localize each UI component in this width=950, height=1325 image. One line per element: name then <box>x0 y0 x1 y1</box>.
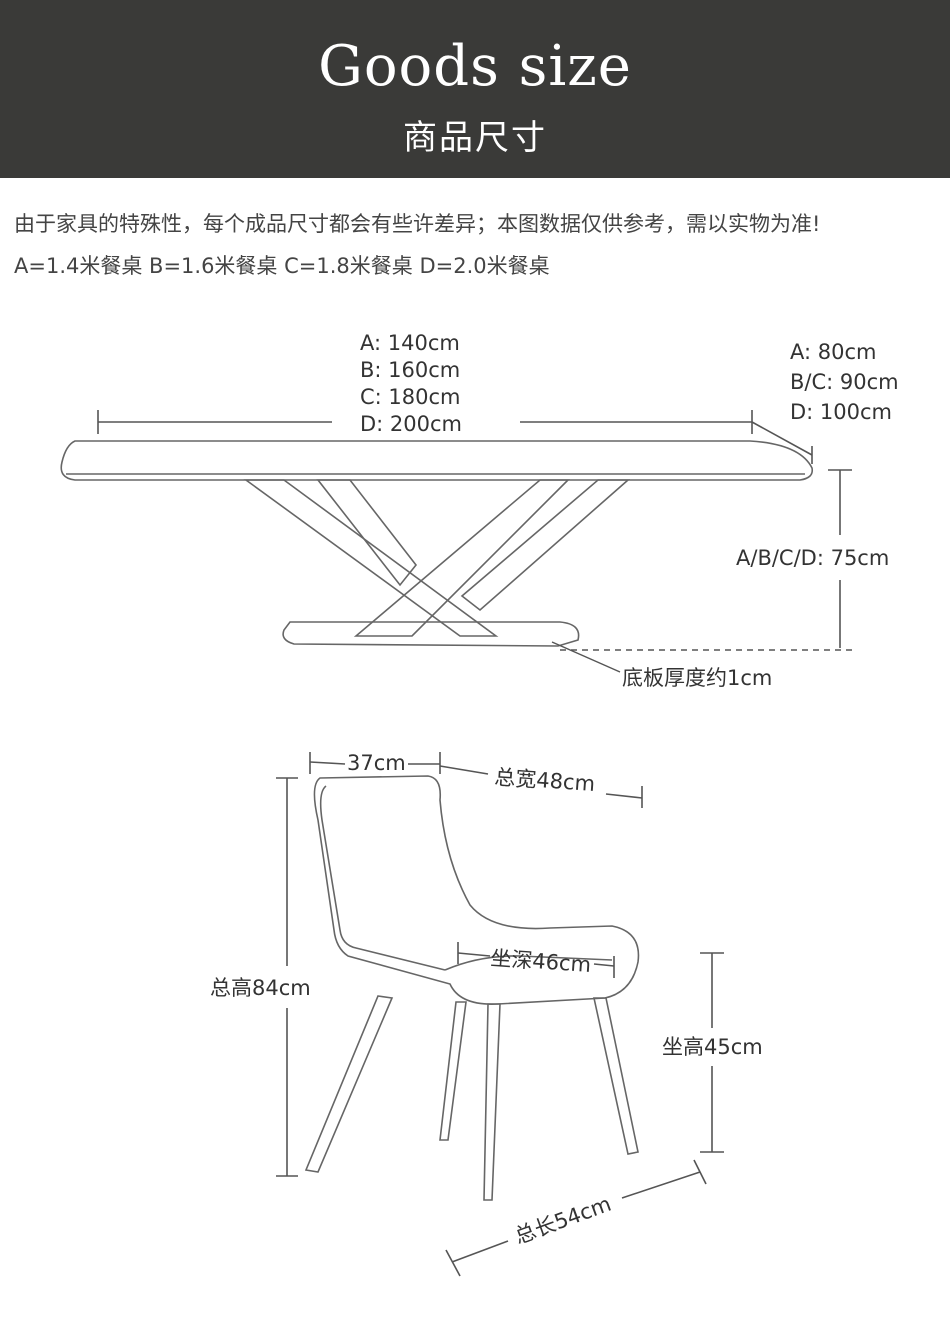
chair-total-width: 总宽48cm <box>494 765 596 796</box>
table-width-bc: B/C: 90cm <box>790 370 899 394</box>
base-thickness-label: 底板厚度约1cm <box>622 666 772 690</box>
base-leader <box>551 641 621 673</box>
table-top <box>60 440 814 481</box>
chair-backrest <box>313 775 640 1005</box>
table-leg-far <box>460 479 631 612</box>
chair-seat-height: 坐高45cm <box>662 1035 763 1059</box>
table-length-d: D: 200cm <box>360 412 462 436</box>
size-legend: A=1.4米餐桌 B=1.6米餐桌 C=1.8米餐桌 D=2.0米餐桌 <box>14 254 550 278</box>
table-leg-left <box>243 479 499 637</box>
table-drawing <box>60 440 814 647</box>
chair-leg-back-left <box>439 1001 467 1141</box>
chair-total-length: 总长54cm <box>512 1192 615 1249</box>
chair-drawing <box>304 775 640 1201</box>
table-width-d: D: 100cm <box>790 400 892 424</box>
chair-leg-back-right <box>593 997 639 1155</box>
table-leg-right <box>353 479 570 637</box>
chair-seat <box>444 955 613 971</box>
table-length-a: A: 140cm <box>360 331 460 355</box>
chair-dims <box>276 752 724 1277</box>
table-height-dim <box>560 469 852 651</box>
header-banner: Goods size 商品尺寸 <box>0 0 950 178</box>
table-length-c: C: 180cm <box>360 385 461 409</box>
title-english: Goods size <box>318 34 632 99</box>
table-leg-mid <box>316 479 418 587</box>
title-chinese: 商品尺寸 <box>403 118 547 158</box>
table-length-b: B: 160cm <box>360 358 460 382</box>
table-width-a: A: 80cm <box>790 340 876 364</box>
chair-backrest-inner <box>319 785 446 971</box>
table-height-label: A/B/C/D: 75cm <box>736 546 889 570</box>
chair-total-height: 总高84cm <box>210 976 311 1000</box>
table-width-dim <box>751 421 813 464</box>
disclaimer-note: 由于家具的特殊性，每个成品尺寸都会有些许差异；本图数据仅供参考，需以实物为准! <box>14 212 821 236</box>
chair-leg-front-right <box>483 1003 501 1201</box>
chair-leg-front-left <box>304 995 394 1173</box>
chair-back-width: 37cm <box>347 751 406 775</box>
table-base <box>282 621 580 647</box>
chair-seat-depth: 坐深46cm <box>490 946 592 977</box>
